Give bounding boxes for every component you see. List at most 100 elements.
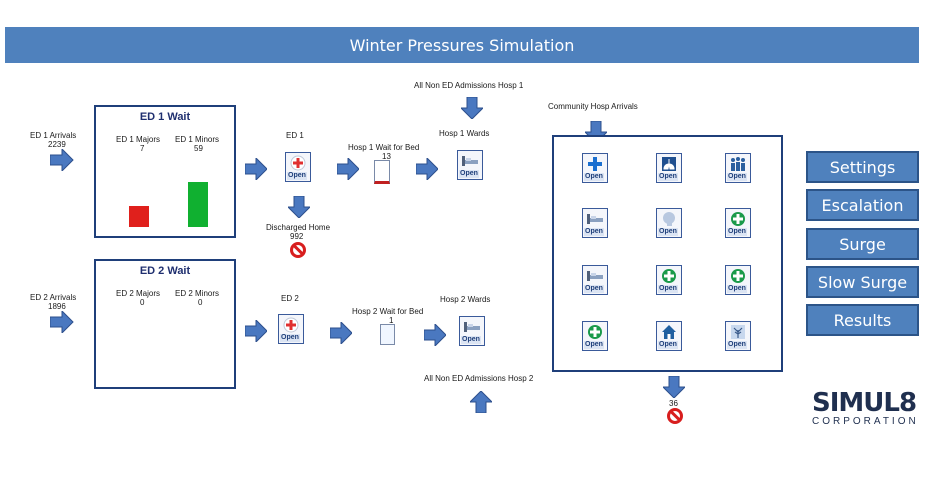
open-label: Open: [459, 170, 479, 178]
ed2-arrivals-count: 1896: [48, 302, 66, 311]
open-label: Open: [584, 285, 604, 293]
bed-icon: [463, 319, 481, 335]
hosp1-non-ed-label: All Non ED Admissions Hosp 1: [414, 81, 524, 90]
open-label: Open: [658, 285, 678, 293]
open-label: Open: [658, 228, 678, 236]
hosp2-wait-bed-label: Hosp 2 Wait for Bed: [352, 307, 424, 316]
ed1-minors-count: 59: [194, 144, 203, 153]
hosp2-non-ed-label: All Non ED Admissions Hosp 2: [424, 374, 534, 383]
ed2-to-bedwait-arrow-icon: [330, 322, 352, 344]
no-entry-icon: [290, 242, 306, 258]
community-activity[interactable]: Open: [725, 208, 751, 238]
open-label: Open: [727, 285, 747, 293]
lungs-icon: [660, 156, 678, 172]
open-label: Open: [287, 172, 307, 180]
ed2-minors-label: ED 2 Minors: [175, 289, 220, 298]
ed2-arrivals-label: ED 2 Arrivals: [30, 293, 77, 302]
cross-icon: [586, 156, 604, 172]
no-entry-icon: [667, 408, 683, 424]
ed1-majors-count: 7: [140, 144, 145, 153]
surge-button[interactable]: Surge: [806, 228, 919, 260]
ed1-discharge-arrow-icon: [288, 196, 310, 218]
ed1-arrivals-label: ED 1 Arrivals: [30, 131, 77, 140]
bed-icon: [586, 211, 604, 227]
ed1-minors-bar: [188, 182, 208, 227]
plus-icon: [729, 268, 747, 284]
logo-sub: CORPORATION: [812, 416, 919, 427]
community-activity[interactable]: Open: [582, 153, 608, 183]
community-activity[interactable]: Open: [656, 321, 682, 351]
community-activity[interactable]: Open: [656, 265, 682, 295]
ed2-minors-count: 0: [198, 298, 203, 307]
hosp2-wards-label: Hosp 2 Wards: [440, 295, 491, 304]
head-icon: [660, 211, 678, 227]
hosp1-wait-queue[interactable]: [374, 160, 390, 184]
family-icon: [729, 156, 747, 172]
ed2-activity[interactable]: Open: [278, 314, 304, 344]
open-label: Open: [584, 341, 604, 349]
logo-name: SIMUL8: [812, 388, 917, 418]
open-label: Open: [461, 336, 481, 344]
hosp2-to-wards-arrow-icon: [424, 324, 446, 346]
community-activity[interactable]: Open: [725, 153, 751, 183]
ed1-arrivals-arrow-icon[interactable]: [50, 149, 74, 171]
hosp2-wait-queue[interactable]: [380, 324, 395, 345]
ed1-to-bedwait-arrow-icon: [337, 158, 359, 180]
community-exit-arrow-icon: [663, 376, 685, 398]
tree-icon: [729, 324, 747, 340]
hosp2-non-ed-arrow-icon[interactable]: [470, 391, 492, 413]
hosp2-wards[interactable]: Open: [459, 316, 485, 346]
medical-cross-icon: [282, 317, 300, 333]
results-button[interactable]: Results: [806, 304, 919, 336]
ed2-wait-panel: ED 2 Wait ED 2 Majors 0 ED 2 Minors 0: [94, 259, 236, 389]
hosp1-wards-label: Hosp 1 Wards: [439, 129, 490, 138]
hosp1-wait-bed-count: 13: [382, 152, 391, 161]
community-activity[interactable]: Open: [582, 208, 608, 238]
hosp1-wards[interactable]: Open: [457, 150, 483, 180]
community-arrivals-label: Community Hosp Arrivals: [548, 102, 638, 111]
plus-icon: [660, 268, 678, 284]
hosp1-to-wards-arrow-icon: [416, 158, 438, 180]
ed2-wait-title: ED 2 Wait: [139, 265, 191, 277]
escalation-button[interactable]: Escalation: [806, 189, 919, 221]
open-label: Open: [727, 228, 747, 236]
ed2-majors-count: 0: [140, 298, 145, 307]
open-label: Open: [727, 173, 747, 181]
open-label: Open: [727, 341, 747, 349]
house-icon: [660, 324, 678, 340]
simul8-logo: SIMUL8 CORPORATION: [812, 388, 927, 427]
page-title: Winter Pressures Simulation: [5, 27, 919, 63]
hosp1-wait-bed-label: Hosp 1 Wait for Bed: [348, 143, 420, 152]
community-exit-count: 36: [669, 399, 678, 408]
medical-cross-icon: [289, 155, 307, 171]
ed1-minors-label: ED 1 Minors: [175, 135, 220, 144]
open-label: Open: [658, 173, 678, 181]
ed2-majors-label: ED 2 Majors: [116, 289, 161, 298]
hosp2-wait-bed-count: 1: [389, 316, 394, 325]
settings-button[interactable]: Settings: [806, 151, 919, 183]
community-activity[interactable]: Open: [582, 265, 608, 295]
ed1-discharged-label: Discharged Home: [266, 223, 331, 232]
ed1-activity[interactable]: Open: [285, 152, 311, 182]
hosp1-non-ed-arrow-icon[interactable]: [461, 97, 483, 119]
open-label: Open: [280, 334, 300, 342]
slow-surge-button[interactable]: Slow Surge: [806, 266, 919, 298]
plus-icon: [729, 211, 747, 227]
ed1-to-activity-arrow-icon: [245, 158, 267, 180]
community-activity[interactable]: Open: [656, 208, 682, 238]
bed-icon: [461, 153, 479, 169]
ed1-arrivals-count: 2239: [48, 140, 66, 149]
ed1-wait-panel: ED 1 Wait ED 1 Majors 7 ED 1 Minors 59: [94, 105, 236, 238]
ed1-discharged-count: 992: [290, 232, 304, 241]
ed2-to-activity-arrow-icon: [245, 320, 267, 342]
community-activity[interactable]: Open: [725, 265, 751, 295]
ed2-activity-label: ED 2: [281, 294, 299, 303]
ed2-arrivals-arrow-icon[interactable]: [50, 311, 74, 333]
community-activity[interactable]: Open: [725, 321, 751, 351]
community-activity[interactable]: Open: [582, 321, 608, 351]
open-label: Open: [584, 173, 604, 181]
community-activity[interactable]: Open: [656, 153, 682, 183]
ed1-majors-label: ED 1 Majors: [116, 135, 161, 144]
open-label: Open: [584, 228, 604, 236]
